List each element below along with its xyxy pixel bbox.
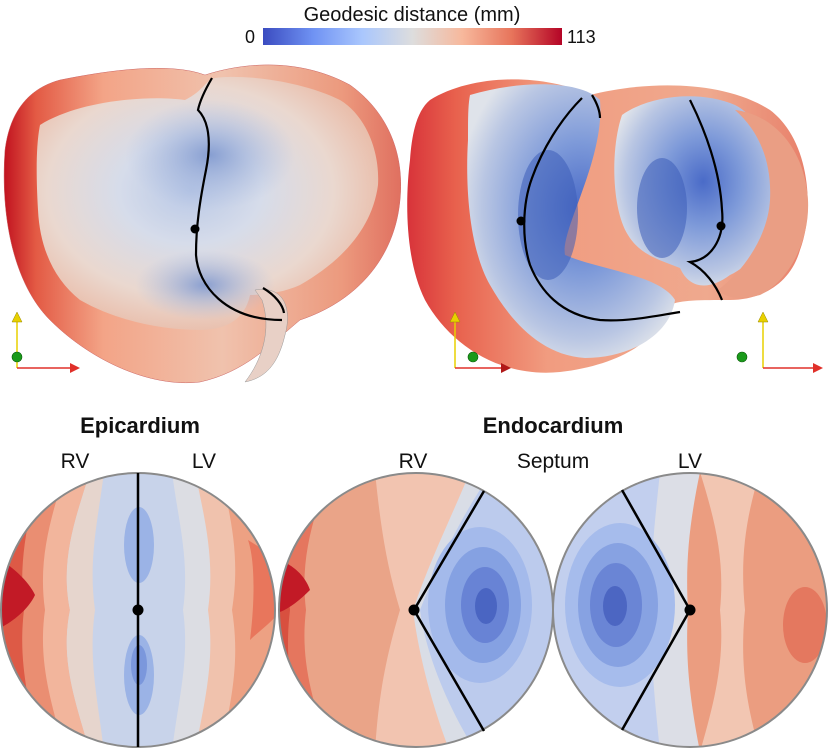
triad-middle-x-arrow [501,363,511,373]
rv-endocardium-disk-map [279,473,553,747]
triad-right [736,311,823,373]
triad-middle [449,311,511,373]
colorbar-bar [263,28,562,45]
triad-right-x-arrow [813,363,823,373]
triad-right-y-arrow [757,311,769,323]
triad-left-x-arrow [70,363,80,373]
epi3d-apex-marker [190,224,200,234]
triad-right-z-sphere [736,351,748,363]
epicardial-heart-3d [3,64,401,384]
colorbar-title: Geodesic distance (mm) [304,4,521,26]
endocardium-title: Endocardium [483,413,624,438]
triad-left-z-sphere [11,351,23,363]
triad-middle-y-arrow [449,311,461,323]
endo3d-rv-marker [516,216,526,226]
epicardium-title: Epicardium [80,413,200,438]
epicardium-lv-label: LV [192,450,216,473]
endocardium-rv-label: RV [399,450,428,473]
endocardium-septum-label: Septum [517,450,589,473]
endo3d-lv-boundary-line [686,99,724,301]
lv-endocardium-marker [684,604,696,616]
endo3d-lv-marker [716,221,726,231]
endocardium-lv-label: LV [678,450,702,473]
colorbar-max-label: 113 [567,27,596,47]
epicardium-rv-label: RV [61,450,90,473]
epicardium-center-marker [132,604,144,616]
colorbar-min-label: 0 [245,27,255,47]
triad-left [11,311,80,373]
rv-endocardium-marker [408,604,420,616]
triad-middle-z-sphere [467,351,479,363]
colorbar: Geodesic distance (mm) 0 113 [245,4,596,47]
lv-endocardium-disk-map [553,473,827,747]
epi3d-boundary-line [194,77,283,322]
lv-endocardium-disk-outline [552,472,828,748]
endocardial-heart-3d [407,79,809,373]
endo3d-rv-boundary-line [523,97,681,322]
triad-left-y-arrow [11,311,23,323]
